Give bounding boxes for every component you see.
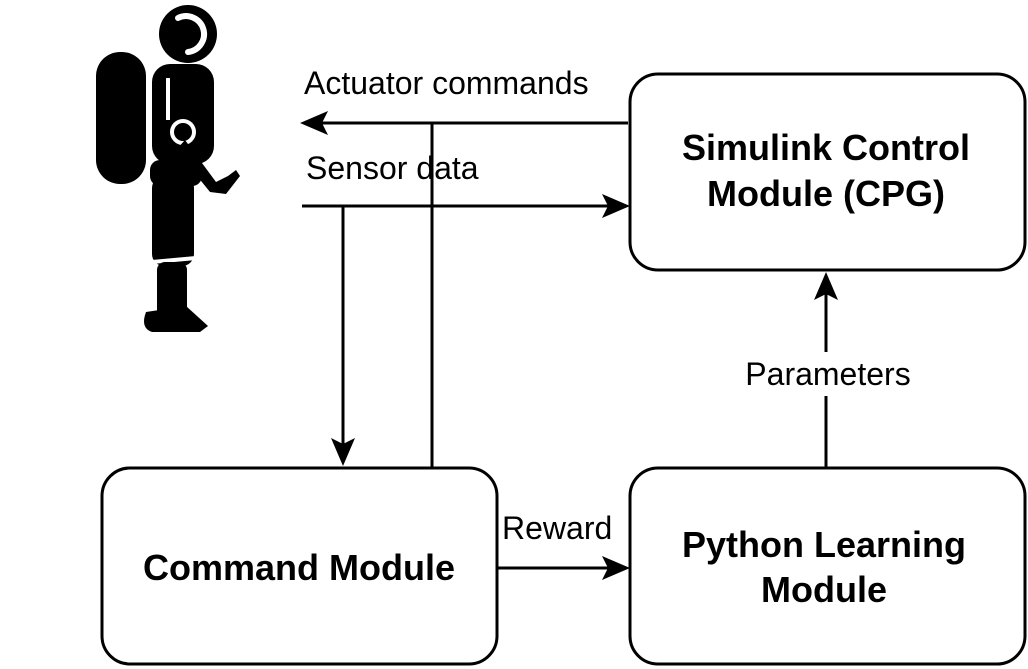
command-box-label: Command Module <box>143 547 455 588</box>
simulink-control-module-box <box>628 72 1027 272</box>
reward-edge <box>497 556 630 580</box>
parameters-label-background <box>734 352 920 396</box>
simulink-box-label-line1: Simulink Control <box>682 127 970 168</box>
sensor-data-label: Sensor data <box>306 150 479 186</box>
humanoid-robot-icon <box>96 5 240 332</box>
reward-label: Reward <box>502 510 612 546</box>
command-module-box <box>100 466 499 666</box>
actuator-commands-edge <box>300 111 628 135</box>
python-box-label-line2: Module <box>761 569 887 610</box>
sensor-to-command-edge <box>331 206 355 466</box>
sensor-data-edge <box>302 194 630 218</box>
parameters-label: Parameters <box>745 356 910 392</box>
python-box-label-line1: Python Learning <box>682 524 966 565</box>
actuator-commands-label: Actuator commands <box>304 65 589 101</box>
python-learning-module-box <box>628 466 1027 666</box>
simulink-box-label-line2: Module (CPG) <box>707 173 945 214</box>
